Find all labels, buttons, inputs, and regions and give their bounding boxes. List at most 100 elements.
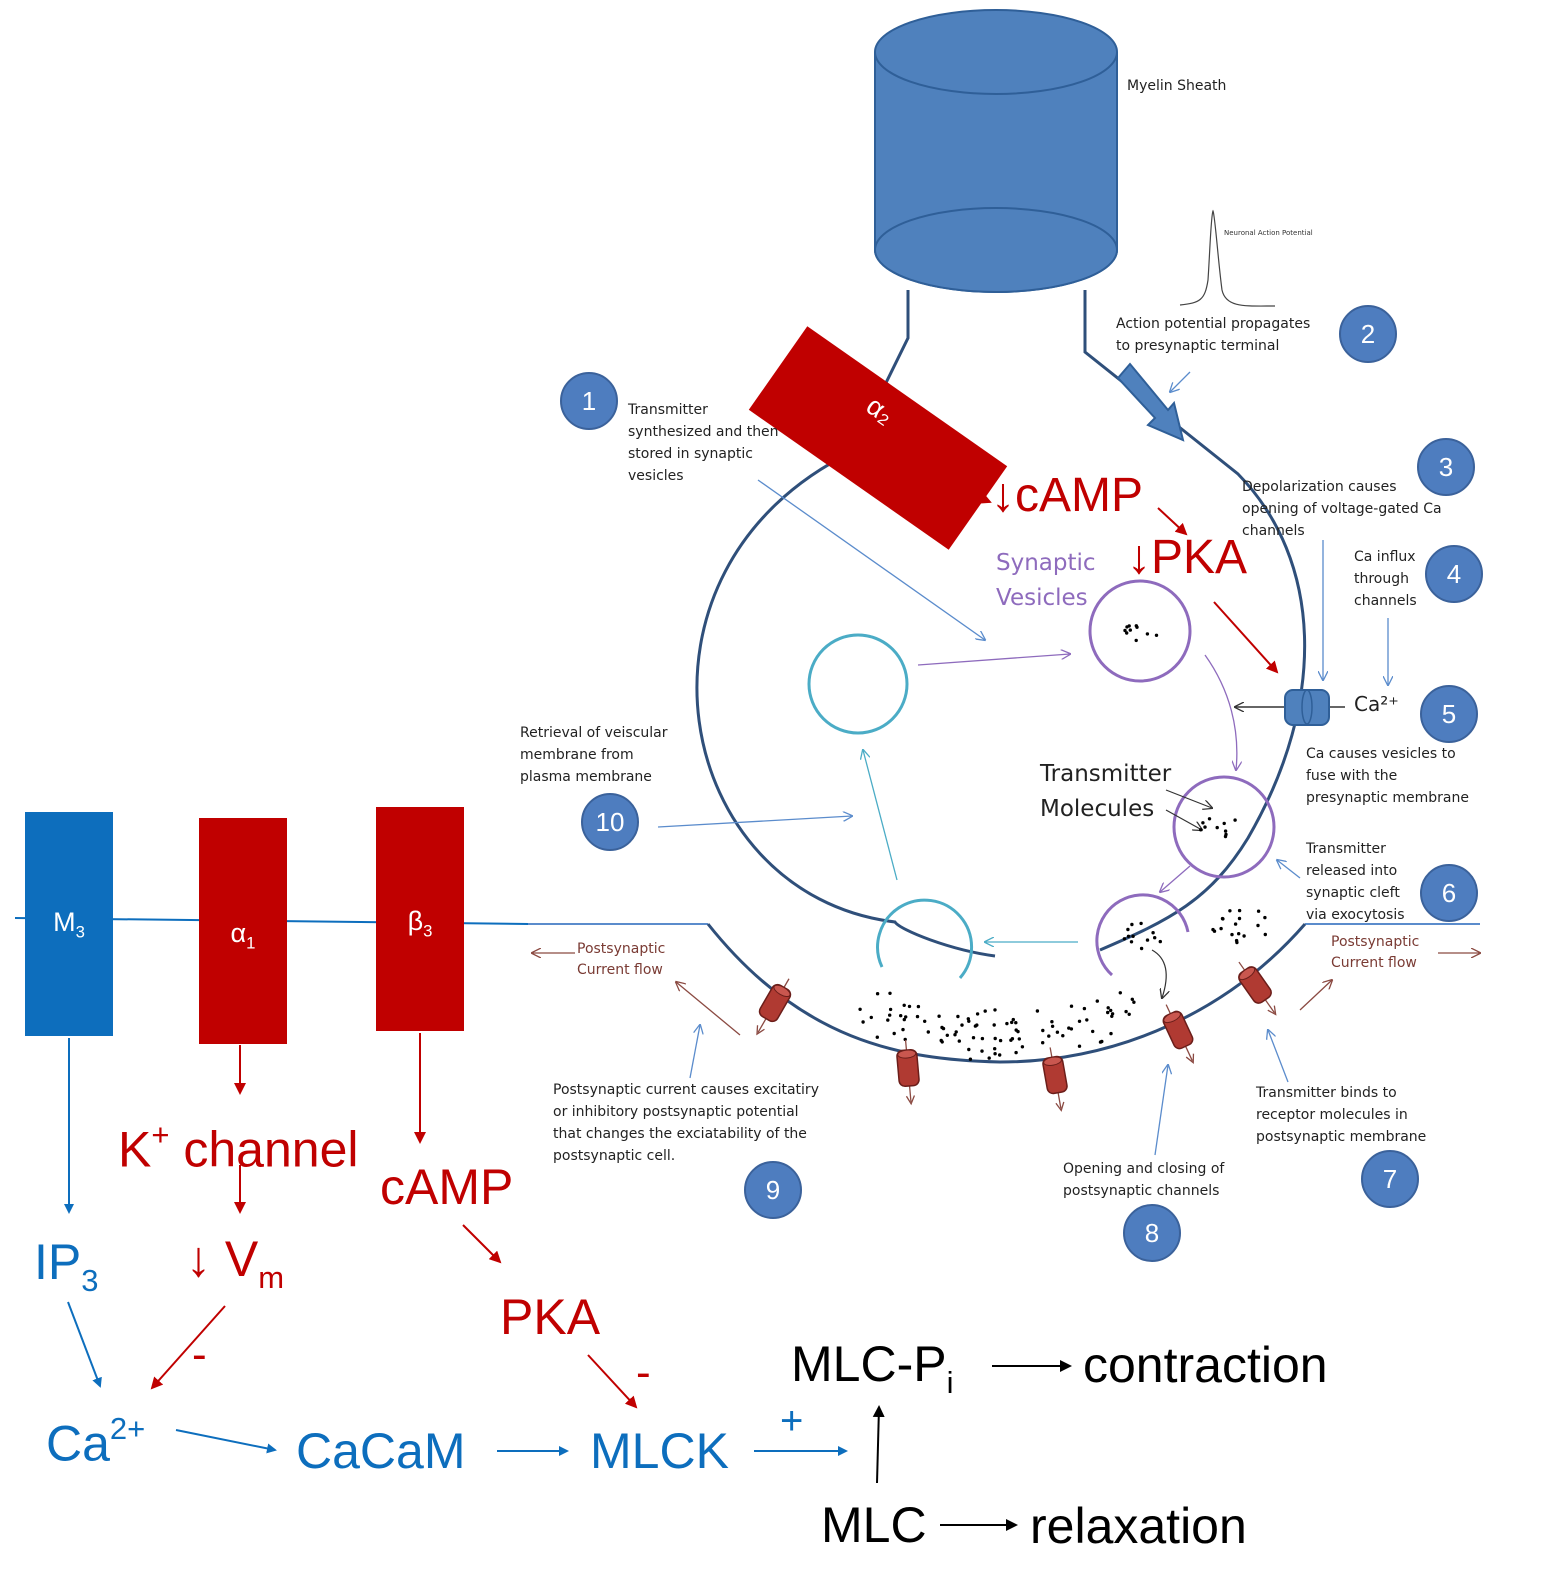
current-flow-left-2: Current flow <box>577 962 663 978</box>
step-1-text-4: vesicles <box>628 468 684 484</box>
ca-channel-icon <box>1284 689 1330 726</box>
transmitter-dot <box>1069 1004 1074 1008</box>
transmitter-dot <box>1263 915 1267 920</box>
transmitter-dot <box>1230 932 1234 937</box>
k-channel-label: K+ channel <box>118 1117 359 1178</box>
step-6-text-3: synaptic cleft <box>1306 885 1400 901</box>
step-1-text-1: Transmitter <box>628 402 708 418</box>
synaptic-vesicles-label-1: Synaptic <box>996 550 1096 576</box>
step-5-text-3: presynaptic membrane <box>1306 790 1469 806</box>
synaptic-vesicle <box>1088 579 1192 683</box>
transmitter-dot <box>1011 1017 1015 1022</box>
docked-vesicle <box>1172 775 1276 879</box>
transmitter-dot <box>858 1007 862 1011</box>
transmitter-dot <box>1098 1040 1103 1044</box>
transmitter-dot <box>1219 926 1223 931</box>
step-badge-1: 1 <box>560 372 618 430</box>
arrow-ca-to-cacam <box>175 1429 277 1454</box>
transmitter-dot <box>1207 817 1212 821</box>
transmitter-dot <box>861 1020 865 1024</box>
transmitter-dot <box>1224 832 1228 837</box>
transmitter-dot <box>993 1047 997 1051</box>
transmitter-dot <box>1017 1037 1021 1041</box>
transmitter-dot <box>1077 1044 1082 1048</box>
transmitter-dot <box>1085 1018 1089 1022</box>
transmitter-dot <box>1010 1020 1014 1025</box>
transmitter-dot <box>1127 1012 1131 1016</box>
step-6-text-2: released into <box>1306 863 1398 879</box>
transmitter-dot <box>1203 825 1207 829</box>
arrow-recycle-to-vesicle <box>917 654 1070 666</box>
transmitter-dot <box>1020 1045 1025 1049</box>
transmitter-dot <box>987 1056 991 1060</box>
step-10-text-1: Retrieval of veiscular <box>520 725 668 741</box>
arrow-endo-to-recycle <box>863 750 898 881</box>
step-badge-9: 9 <box>744 1161 802 1219</box>
transmitter-dot <box>892 1031 896 1036</box>
transmitter-dot <box>904 1015 908 1019</box>
step-1-text-3: stored in synaptic <box>628 446 753 462</box>
minus-sign-vm: - <box>192 1330 207 1379</box>
arrow-pka-to-mlck <box>587 1354 638 1409</box>
transmitter-dot <box>1125 631 1129 635</box>
transmitter-dot <box>1130 922 1134 927</box>
transmitter-dot <box>998 1038 1003 1043</box>
step-8-text-1: Opening and closing of <box>1063 1161 1225 1177</box>
transmitter-dot <box>888 1013 892 1017</box>
transmitter-dot <box>1128 628 1133 632</box>
transmitter-dot <box>1110 1014 1114 1018</box>
transmitter-dot <box>1215 825 1219 830</box>
beta3-receptor-box <box>376 807 464 1031</box>
step-5-text-1: Ca causes vesicles to <box>1306 746 1456 762</box>
arrow-vm-to-ca <box>150 1305 226 1390</box>
step-badge-7: 7 <box>1361 1150 1419 1208</box>
transmitter-dot <box>1122 937 1127 941</box>
step-3-text-2: opening of voltage-gated Ca <box>1242 501 1442 517</box>
action-potential-arrow <box>1116 362 1185 442</box>
step-4-text-2: through <box>1354 571 1410 587</box>
cacam-label: CaCaM <box>296 1423 466 1479</box>
plus-sign: + <box>780 1399 804 1443</box>
transmitter-dot <box>1129 940 1134 944</box>
transmitter-dot <box>1106 1006 1110 1010</box>
transmitter-dot <box>902 1017 906 1022</box>
postsynaptic-channel-icon <box>1238 961 1277 1016</box>
presynaptic-camp-label: ↓cAMP <box>991 469 1144 522</box>
step-8-text-2: postsynaptic channels <box>1063 1183 1220 1199</box>
transmitter-dot <box>993 1036 997 1041</box>
transmitter-dot <box>1069 1027 1074 1031</box>
transmitter-dot <box>1139 921 1143 926</box>
ap-graph-label: Neuronal Action Potential <box>1224 229 1313 237</box>
transmitter-dot <box>1124 1009 1128 1014</box>
transmitter-dot <box>1014 1028 1018 1032</box>
transmitter-dot <box>1151 931 1155 935</box>
transmitter-dot <box>1082 1006 1087 1011</box>
step-badge-4: 4 <box>1425 545 1483 603</box>
transmitter-dot <box>1199 828 1203 832</box>
transmitter-dot <box>953 1033 957 1037</box>
smooth-camp-label: cAMP <box>380 1159 514 1215</box>
ip3-label: IP3 <box>34 1234 99 1298</box>
step-2-text-2: to presynaptic terminal <box>1116 338 1280 354</box>
transmitter-dot <box>1201 821 1205 825</box>
step-9-text-1: Postsynaptic current causes excitatiry <box>553 1082 819 1098</box>
myelin-sheath-label: Myelin Sheath <box>1127 78 1227 94</box>
step-badge-6: 6 <box>1420 864 1478 922</box>
m3-receptor-box <box>25 812 113 1036</box>
transmitter-dot <box>1220 916 1225 921</box>
transmitter-dot <box>945 1033 949 1038</box>
transmitter-dot <box>1130 997 1135 1001</box>
transmitter-dot <box>1050 1020 1054 1024</box>
transmitter-dot <box>940 1025 944 1030</box>
step-badge-2: 2 <box>1339 305 1397 363</box>
transmitter-dot <box>1233 922 1238 926</box>
transmitter-dot <box>888 1007 893 1012</box>
synaptic-vesicles-label-2: Vesicles <box>996 585 1088 611</box>
transmitter-dot <box>1237 908 1242 913</box>
transmitter-dot <box>937 1014 941 1018</box>
step-7-text-3: postsynaptic membrane <box>1256 1129 1427 1145</box>
transmitter-dot <box>1222 821 1226 826</box>
transmitter-dot <box>1263 932 1268 937</box>
transmitter-dot <box>1223 829 1228 833</box>
current-flow-right-1: Postsynaptic <box>1331 934 1420 950</box>
